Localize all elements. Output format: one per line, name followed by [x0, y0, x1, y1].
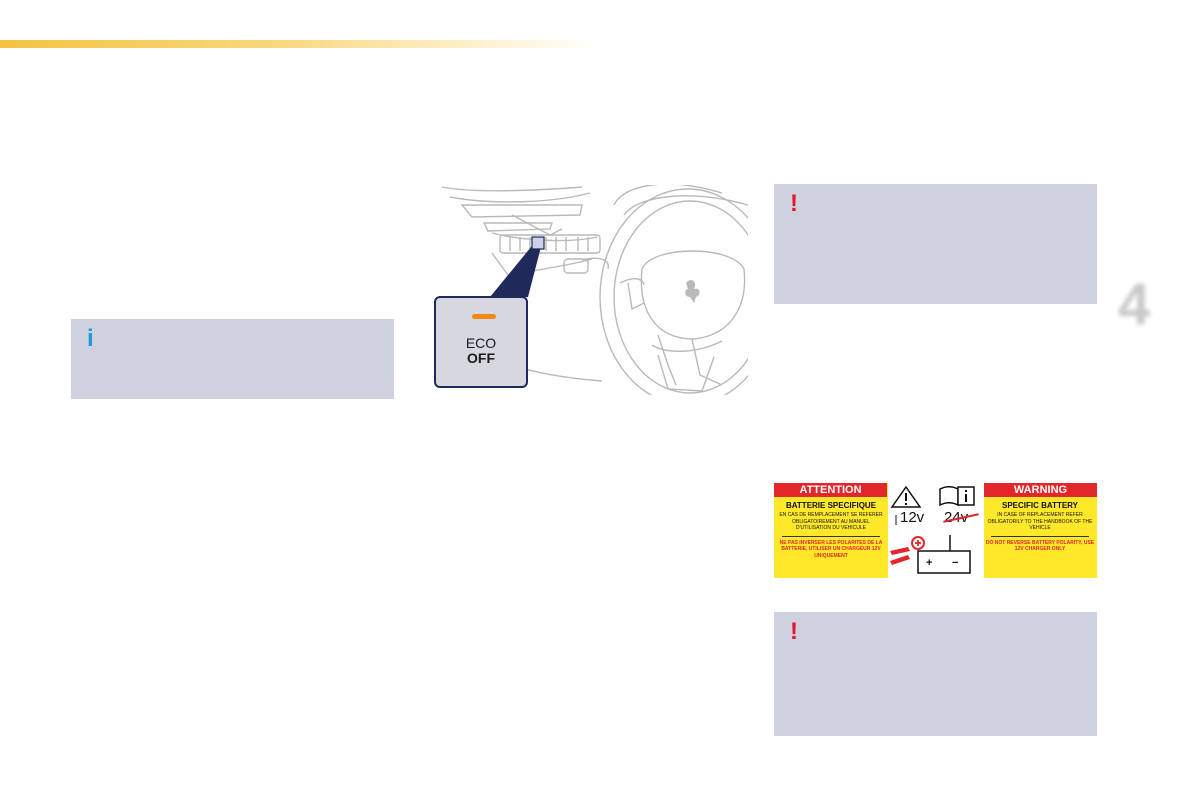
off-label: OFF [467, 350, 495, 366]
exclamation-icon: ! [790, 190, 798, 217]
label-english-title: SPECIFIC BATTERY [1001, 501, 1078, 510]
label-english-body: IN CASE OF REPLACEMENT REFER OBLIGATORIL… [987, 512, 1093, 531]
battery-icon [917, 550, 971, 574]
handbook-icon [939, 486, 959, 507]
label-symbols [890, 485, 975, 574]
jumper-clamp-icon [890, 555, 910, 565]
eco-label: ECO [465, 335, 497, 351]
eco-led-indicator [472, 314, 496, 319]
info-note: i [71, 319, 394, 399]
label-french-warning: NE PAS INVERSER LES POLARITES DE LA BATT… [779, 539, 883, 559]
header-accent-bar [0, 40, 600, 48]
eco-off-button: ECO OFF [434, 296, 528, 388]
battery-warning-label: ATTENTION WARNING BATTERIE SPECIFIQUE EN… [774, 483, 1097, 578]
attention-header: ATTENTION [774, 483, 887, 497]
label-english-warning: DO NOT REVERSE BATTERY POLARITY, USE 12V… [985, 539, 1095, 553]
negative-terminal: − [952, 557, 959, 569]
voltage-12v: 12v [900, 509, 925, 526]
label-divider [782, 535, 880, 537]
label-french-column: BATTERIE SPECIFIQUE EN CAS DE REMPLACEME… [776, 501, 886, 559]
chapter-number: 4 [1118, 272, 1151, 337]
positive-terminal: + [926, 557, 933, 569]
info-icon: i [87, 325, 94, 352]
warning-note: ! [774, 184, 1097, 304]
label-french-body: EN CAS DE REMPLACEMENT SE REFERER OBLIGA… [779, 512, 883, 531]
label-english-column: SPECIFIC BATTERY IN CASE OF REPLACEMENT … [985, 501, 1095, 553]
warning-header: WARNING [984, 483, 1097, 497]
label-divider [991, 535, 1089, 537]
exclamation-icon: ! [790, 618, 798, 645]
label-french-title: BATTERIE SPECIFIQUE [785, 501, 877, 510]
warning-note: ! [774, 612, 1097, 736]
label-center-panel: 12v 24v + − [888, 483, 984, 578]
